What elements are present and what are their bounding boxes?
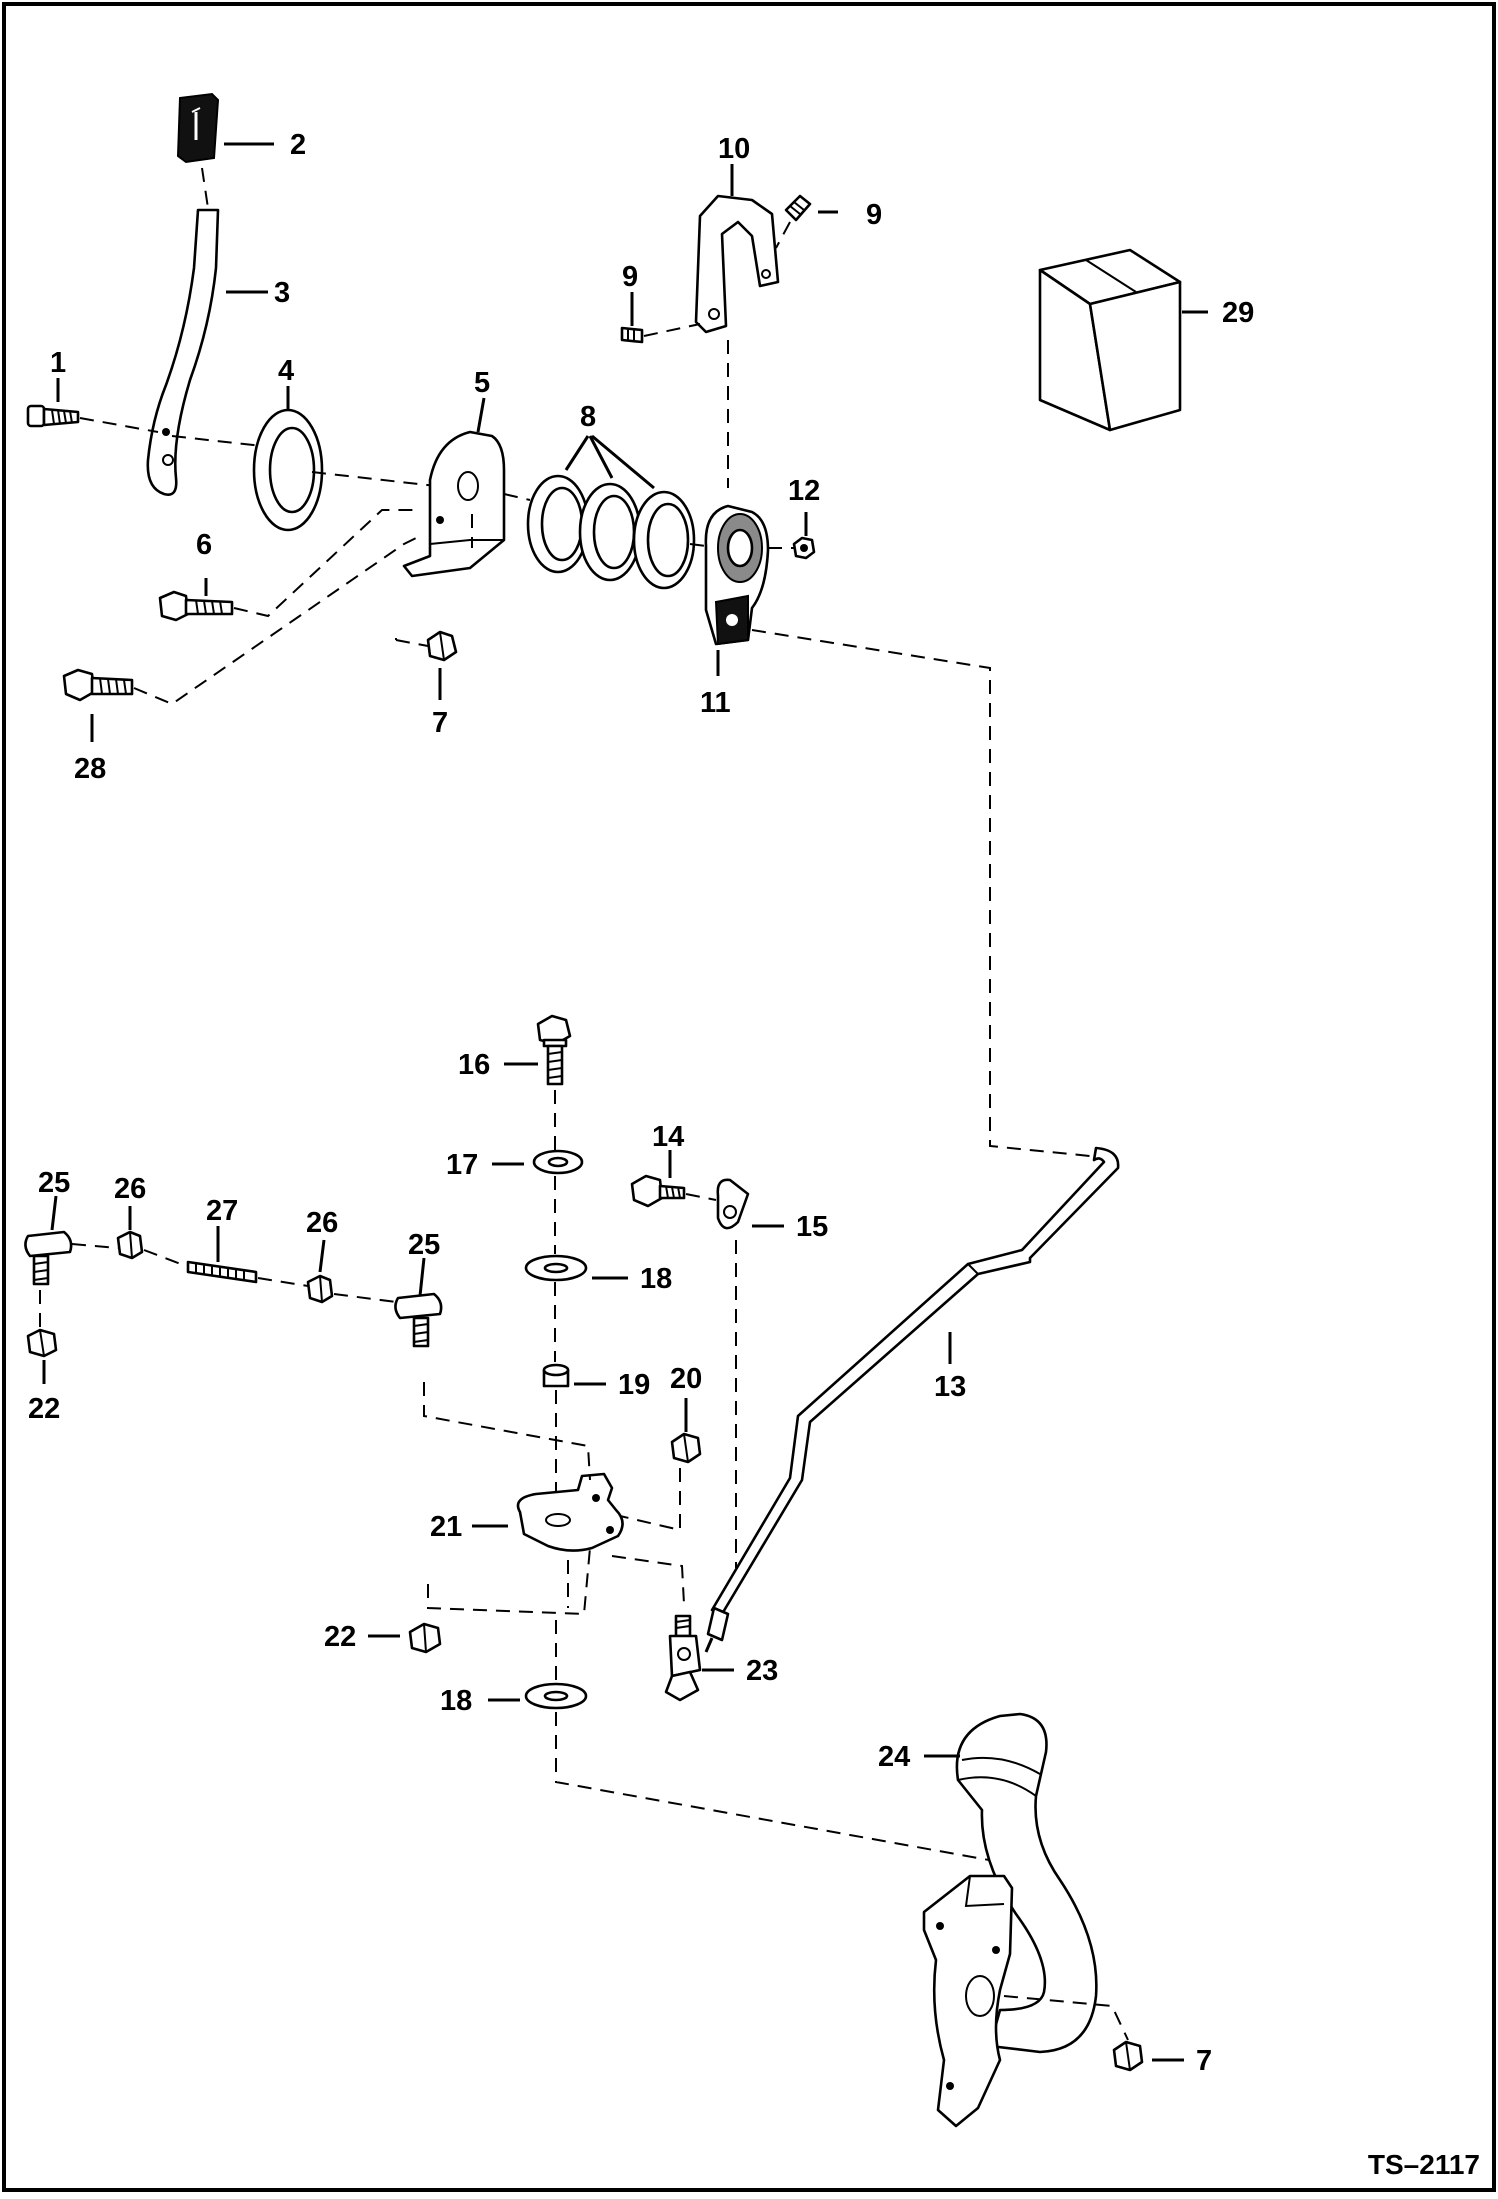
part-19-spacer — [542, 1363, 570, 1388]
part-8-rings — [526, 474, 696, 590]
callout-18-upper: 18 — [640, 1263, 672, 1295]
part-5-bracket — [402, 430, 506, 578]
callout-16: 16 — [458, 1049, 490, 1081]
part-11-pivot-housing — [704, 504, 770, 646]
part-1-bolt — [26, 404, 80, 428]
callout-4: 4 — [278, 355, 294, 387]
callout-20: 20 — [670, 1363, 702, 1395]
part-6-bolt — [158, 590, 234, 622]
callout-7-upper: 7 — [432, 707, 448, 739]
part-9-setscrew-right — [784, 194, 812, 222]
part-4-washer — [252, 408, 324, 532]
callout-12: 12 — [788, 475, 820, 507]
part-14-bolt — [630, 1174, 686, 1208]
callout-13: 13 — [934, 1371, 966, 1403]
callout-6: 6 — [196, 529, 212, 561]
callout-26-right: 26 — [306, 1207, 338, 1239]
part-13-rod — [704, 1146, 1120, 1653]
callout-7-lower: 7 — [1196, 2045, 1212, 2077]
callout-11: 11 — [700, 687, 731, 719]
part-10-upper-bracket — [694, 194, 780, 334]
part-18-washer-lower — [524, 1682, 588, 1710]
callout-1: 1 — [50, 347, 66, 379]
part-18-washer-upper — [524, 1254, 588, 1282]
part-25-rod-end-right — [394, 1292, 443, 1348]
part-15-clip — [716, 1178, 750, 1230]
callout-17: 17 — [446, 1149, 478, 1181]
callout-25-left: 25 — [38, 1167, 70, 1199]
callout-26-left: 26 — [114, 1173, 146, 1205]
callout-22-left: 22 — [28, 1393, 60, 1425]
handle-mount-bracket — [922, 1874, 1014, 2128]
callout-28: 28 — [74, 753, 106, 785]
part-16-bolt — [536, 1014, 572, 1086]
callout-10: 10 — [718, 133, 750, 165]
part-20-nut — [670, 1432, 702, 1464]
part-28-bolt — [62, 668, 134, 702]
part-17-washer — [532, 1149, 584, 1175]
callout-15: 15 — [796, 1211, 828, 1243]
callout-3: 3 — [274, 277, 290, 309]
callout-labels: 2 3 1 4 5 8 6 7 28 10 9 9 12 11 29 16 17… — [28, 129, 1254, 2077]
part-27-threaded-rod — [186, 1260, 258, 1284]
drawing-code: TS–2117 — [1368, 2149, 1480, 2180]
part-12-nut — [792, 536, 816, 560]
callout-29: 29 — [1222, 297, 1254, 329]
callout-27: 27 — [206, 1195, 238, 1227]
callout-8: 8 — [580, 401, 596, 433]
part-7-nut-upper — [426, 630, 458, 662]
callout-5: 5 — [474, 367, 490, 399]
callout-21: 21 — [430, 1511, 462, 1543]
callout-14: 14 — [652, 1121, 684, 1153]
part-21-pivot-plate — [516, 1472, 624, 1552]
callout-9-right: 9 — [866, 199, 882, 231]
part-9-setscrew-left — [620, 326, 644, 344]
callout-2: 2 — [290, 129, 306, 161]
part-23-ball-joint — [664, 1614, 702, 1702]
part-24-handle — [955, 1712, 1098, 2054]
callout-18-lower: 18 — [440, 1685, 472, 1717]
part-29-kit-box — [1038, 248, 1182, 432]
part-7-nut-lower — [1112, 2040, 1144, 2072]
callout-22-middle: 22 — [324, 1621, 356, 1653]
callout-9-left: 9 — [622, 261, 638, 293]
part-22-nut-left — [26, 1328, 58, 1358]
callout-19: 19 — [618, 1369, 650, 1401]
part-26-jam-nut-left — [116, 1230, 144, 1260]
part-3-lever — [146, 208, 220, 496]
part-25-rod-end-left — [24, 1230, 73, 1286]
part-26-jam-nut-right — [306, 1274, 334, 1304]
callout-25-right: 25 — [408, 1229, 440, 1261]
part-2-knob — [176, 92, 220, 164]
callout-24: 24 — [878, 1741, 910, 1773]
callout-23: 23 — [746, 1655, 778, 1687]
part-22-nut-middle — [408, 1622, 442, 1654]
